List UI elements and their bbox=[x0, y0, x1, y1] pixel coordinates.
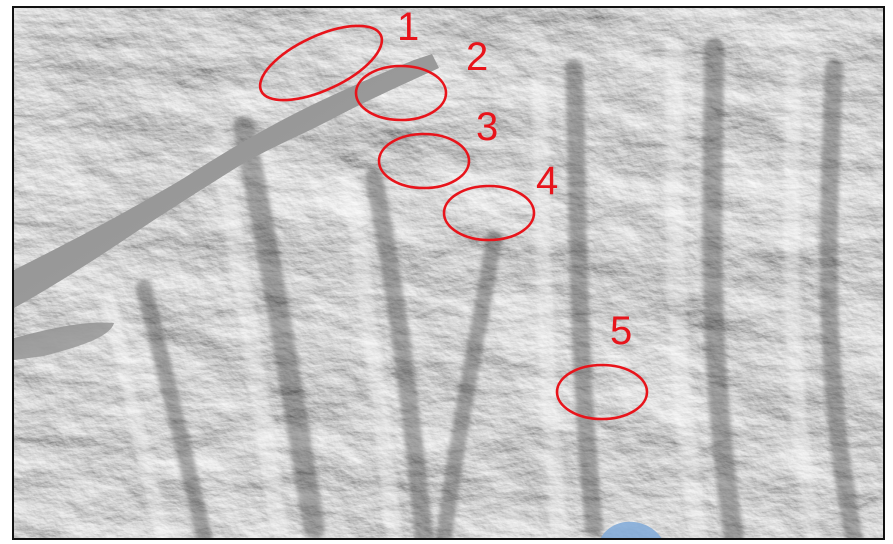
glacier-patch bbox=[600, 521, 662, 538]
valley-shading bbox=[136, 38, 863, 538]
marker-ellipses bbox=[250, 11, 649, 421]
marker-label-1: 1 bbox=[397, 8, 419, 49]
marker-ellipse-4[interactable] bbox=[442, 184, 536, 242]
terrain-relief bbox=[14, 8, 883, 538]
marker-ellipse-5[interactable] bbox=[555, 363, 649, 421]
marker-label-5: 5 bbox=[610, 309, 632, 353]
marker-label-3: 3 bbox=[476, 105, 498, 149]
lake bbox=[14, 54, 439, 308]
marker-ellipse-1[interactable] bbox=[250, 11, 392, 116]
ridge-highlights bbox=[102, 39, 822, 538]
map-frame: 1 2 3 4 5 bbox=[12, 6, 885, 540]
marker-labels: 1 2 3 4 5 bbox=[397, 8, 632, 353]
marker-ellipse-2[interactable] bbox=[354, 64, 448, 122]
marker-ellipse-3[interactable] bbox=[377, 132, 471, 190]
marker-label-4: 4 bbox=[536, 159, 558, 203]
lake-inlet bbox=[14, 322, 114, 360]
marker-label-2: 2 bbox=[466, 35, 488, 79]
shaded-relief-map: 1 2 3 4 5 bbox=[14, 8, 883, 538]
